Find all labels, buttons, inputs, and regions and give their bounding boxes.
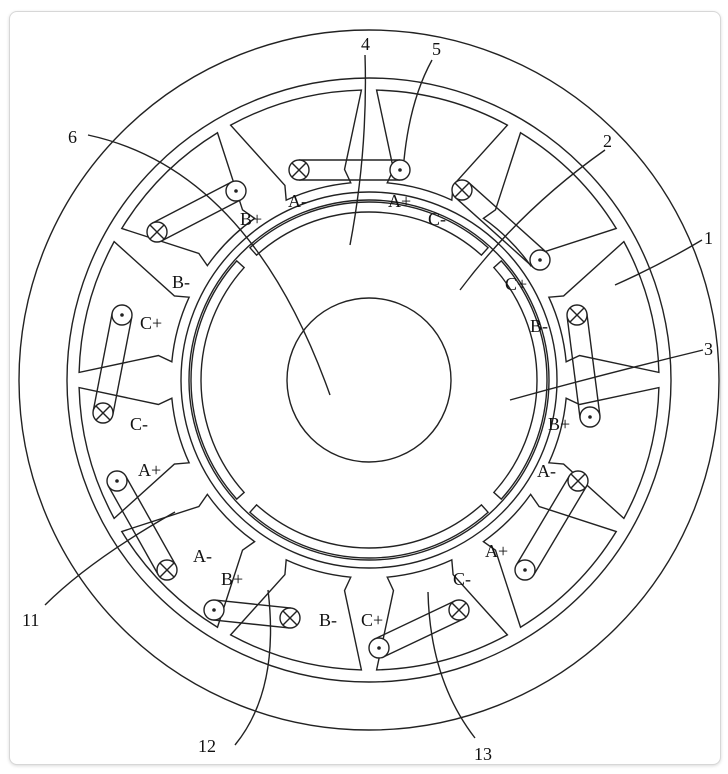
magnet-arc xyxy=(190,259,246,501)
stator-pole xyxy=(78,240,191,374)
phase-label: B+ xyxy=(221,569,243,589)
callout-11: 11 xyxy=(22,610,39,630)
phase-label: C+ xyxy=(361,610,383,630)
stator-pole xyxy=(547,240,660,374)
stator-pole xyxy=(229,89,363,202)
conductor-cross-stroke xyxy=(159,562,175,578)
shaft-circle xyxy=(286,297,452,463)
phase-label: A- xyxy=(193,546,212,566)
magnet-arc xyxy=(248,503,490,559)
phase-labels: A- A+ C- C+ B- B+ A- A+ C- C+ B- A- B+ A… xyxy=(130,191,570,630)
phase-label: C- xyxy=(428,209,446,229)
stator-pole xyxy=(547,386,660,520)
conductor-cross-stroke xyxy=(282,610,298,626)
coil-link xyxy=(374,600,456,640)
leader-line-6 xyxy=(87,134,331,396)
phase-label: A+ xyxy=(485,541,508,561)
coil-link xyxy=(107,485,159,576)
conductor-cross-stroke xyxy=(454,182,470,198)
conductor-cross-stroke xyxy=(570,473,586,489)
rotor-outer-circle xyxy=(180,191,558,569)
callout-numbers: 1 2 3 4 5 6 11 12 13 xyxy=(22,34,713,764)
conductor-dot-center xyxy=(398,168,402,172)
callout-5: 5 xyxy=(432,39,441,59)
coil-link xyxy=(566,316,581,419)
coil-link xyxy=(161,199,241,242)
phase-label: B- xyxy=(530,316,548,336)
conductor-dot-center xyxy=(120,313,124,317)
coil-link xyxy=(454,196,534,268)
phase-label: B+ xyxy=(548,414,570,434)
conductor-cross-stroke xyxy=(451,602,467,618)
phase-label: B- xyxy=(319,610,337,630)
phase-label: C+ xyxy=(140,313,162,333)
stator-pole xyxy=(482,493,618,629)
rotor-inner-circle xyxy=(188,199,550,561)
coil-link xyxy=(586,313,601,416)
callout-6: 6 xyxy=(68,127,77,147)
stator-inner-circle xyxy=(66,77,672,683)
conductor-dot-center xyxy=(212,608,216,612)
leader-lines xyxy=(44,54,704,746)
phase-label: A+ xyxy=(388,191,411,211)
conductor-dot-center xyxy=(115,479,119,483)
conductor-dot-center xyxy=(523,568,527,572)
coil-link xyxy=(125,475,177,566)
stator-pole xyxy=(120,493,256,629)
coil-link xyxy=(212,619,290,629)
callout-3: 3 xyxy=(704,339,713,359)
leader-line-11 xyxy=(44,511,176,606)
callout-4: 4 xyxy=(361,34,370,54)
conductor-cross-stroke xyxy=(569,307,585,323)
stator-pole xyxy=(375,558,509,671)
phase-label: C+ xyxy=(505,274,527,294)
figure-frame xyxy=(9,11,721,765)
conductor-cross-stroke xyxy=(95,405,111,421)
coil-link xyxy=(468,182,548,254)
leader-line-4 xyxy=(349,54,367,246)
callout-12: 12 xyxy=(198,736,216,756)
conductor-dot-center xyxy=(234,189,238,193)
coil-link xyxy=(532,485,588,576)
coil-link xyxy=(515,475,571,566)
phase-label: A+ xyxy=(138,460,161,480)
phase-label: A- xyxy=(288,191,307,211)
coil-link xyxy=(92,312,113,412)
stator-pole xyxy=(482,131,618,267)
stator-pole xyxy=(375,89,509,202)
callout-1: 1 xyxy=(704,228,713,248)
stator-poles xyxy=(78,89,660,671)
leader-line-2 xyxy=(459,149,606,291)
phase-label: C- xyxy=(453,569,471,589)
magnet-arc xyxy=(492,259,548,501)
callout-13: 13 xyxy=(474,744,492,764)
conductor-cross-stroke xyxy=(149,224,165,240)
coil-link xyxy=(214,599,292,609)
conductor-dot-center xyxy=(538,258,542,262)
phase-label: B- xyxy=(172,272,190,292)
leader-line-5 xyxy=(403,59,433,161)
leader-line-12 xyxy=(234,589,272,746)
conductor-dot-center xyxy=(588,415,592,419)
coil-link xyxy=(112,316,133,416)
coil-link xyxy=(152,181,232,224)
phase-label: A- xyxy=(537,461,556,481)
coil-link xyxy=(382,618,464,658)
phase-label: C- xyxy=(130,414,148,434)
coil-windings xyxy=(92,159,601,659)
callout-2: 2 xyxy=(603,131,612,151)
permanent-magnets xyxy=(190,201,548,559)
leader-line-1 xyxy=(614,239,703,286)
stator-outer-circle xyxy=(18,29,720,731)
conductor-dot-center xyxy=(377,646,381,650)
magnet-arc xyxy=(248,201,490,257)
phase-label: B+ xyxy=(240,209,262,229)
leader-line-3 xyxy=(509,349,704,401)
leader-line-13 xyxy=(427,591,476,739)
conductor-cross-stroke xyxy=(291,162,307,178)
